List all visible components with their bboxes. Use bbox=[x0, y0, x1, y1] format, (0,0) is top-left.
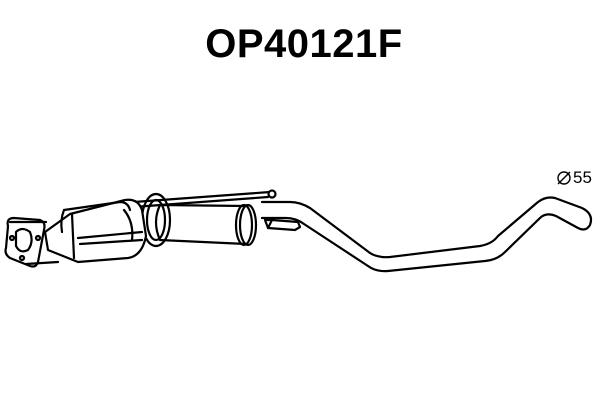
diameter-value: 55 bbox=[573, 168, 592, 187]
part-number-title: OP40121F bbox=[205, 22, 403, 66]
hanger-rod bbox=[118, 189, 277, 210]
diameter-label: 55 bbox=[556, 168, 592, 188]
catalytic-converter bbox=[43, 198, 148, 264]
pipe-bracket bbox=[263, 218, 302, 232]
diameter-icon bbox=[557, 171, 571, 185]
particulate-filter bbox=[154, 203, 258, 247]
tail-pipe bbox=[260, 196, 593, 273]
inlet-flange bbox=[4, 216, 60, 268]
